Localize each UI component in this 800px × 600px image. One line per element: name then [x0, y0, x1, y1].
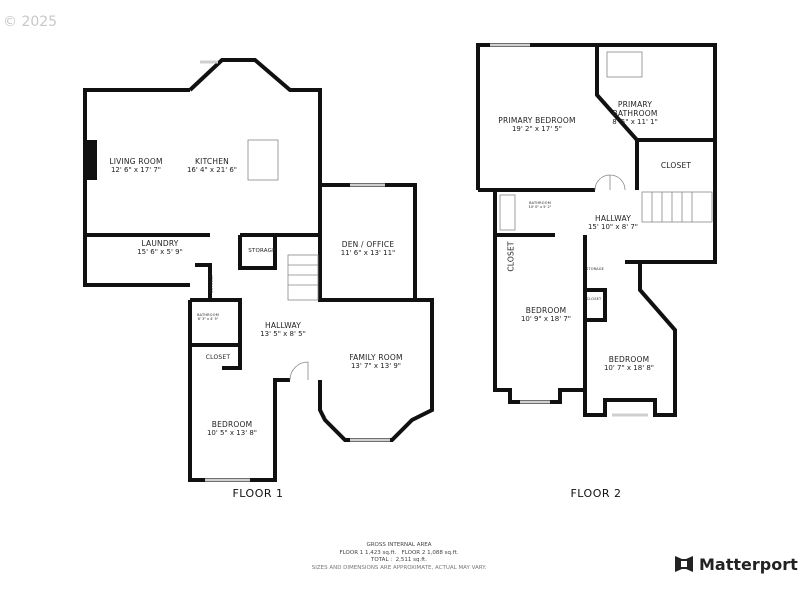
storage-small-wall — [195, 263, 212, 300]
brand-name: Matterport — [699, 554, 798, 574]
stairs-floor1 — [287, 254, 319, 301]
bedroom-right-wall — [583, 262, 677, 417]
floor1-outer-wall — [83, 88, 190, 287]
matterport-logo-icon — [675, 556, 693, 572]
bathtub — [499, 194, 516, 231]
area-title: GROSS INTERNAL AREA — [366, 542, 432, 548]
kitchen-island — [247, 139, 279, 181]
storage-wall — [238, 235, 277, 270]
stairs-floor2 — [641, 191, 713, 223]
copyright-watermark: © 2025 — [3, 14, 58, 30]
door-swing — [594, 174, 626, 191]
fireplace — [85, 140, 97, 180]
bedroom-left-wall — [493, 190, 587, 404]
total-area: TOTAL : 2,511 sq.ft. — [371, 557, 427, 563]
bath-wall — [190, 298, 242, 370]
bedroom1-wall — [188, 300, 290, 482]
room-closet-floor1: CLOSET — [205, 354, 231, 361]
room-closet-small: CLOSET — [586, 297, 602, 301]
room-closet-primary: CLOSET — [660, 161, 692, 170]
floor1-label: FLOOR 1 — [232, 487, 284, 500]
floor2-outer-wall — [476, 43, 717, 264]
room-closet-left: CLOSET — [506, 241, 516, 272]
disclaimer: SIZES AND DIMENSIONS ARE APPROXIMATE, AC… — [311, 564, 487, 571]
room-storage-floor2: STORAGE — [585, 267, 605, 271]
door-swing — [289, 361, 309, 381]
closet-small-wall — [585, 288, 607, 322]
room-storage-small: STORAGE — [209, 274, 214, 294]
room-storage: STORAGE — [248, 248, 276, 254]
matterport-brand: Matterport — [674, 554, 798, 574]
shower — [606, 51, 643, 78]
floor2-label: FLOOR 2 — [570, 487, 622, 500]
den-west-wall — [318, 185, 415, 302]
kitchen-bay-wall — [188, 58, 434, 442]
primary-bath-wall — [595, 45, 715, 142]
floors-area: FLOOR 1 1,423 sq.ft. FLOOR 2 1,088 sq.ft… — [339, 549, 459, 556]
area-summary: GROSS INTERNAL AREA FLOOR 1 1,423 sq.ft.… — [312, 542, 487, 572]
